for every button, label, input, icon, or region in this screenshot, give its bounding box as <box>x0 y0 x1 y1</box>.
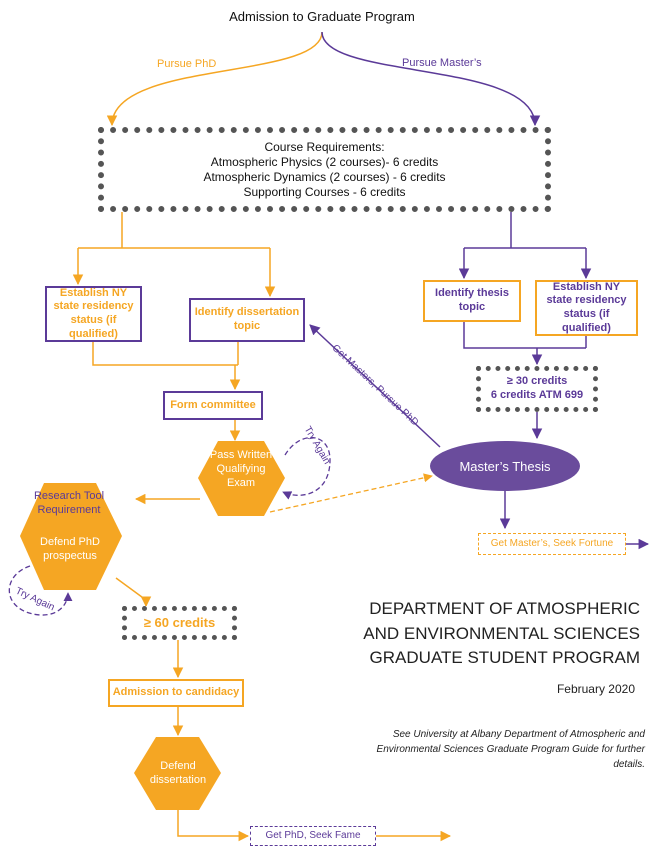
edge-try-again-exam <box>282 436 331 500</box>
hexagon-qualifying-exam <box>198 441 285 516</box>
label-pursue-masters: Pursue Master’s <box>402 57 482 69</box>
hexagon-dissertation <box>134 737 221 810</box>
department-title: DEPARTMENT OF ATMOSPHERIC AND ENVIRONMEN… <box>320 597 640 671</box>
department-date: February 2020 <box>556 682 635 696</box>
top-title: Admission to Graduate Program <box>229 9 415 24</box>
edge-pursue-masters <box>321 31 541 127</box>
defend-dissertation-text: Defend dissertation <box>149 760 207 786</box>
candidacy-box: Admission to candidacy <box>108 679 244 707</box>
form-committee-box: Form committee <box>163 391 263 420</box>
course-requirements-box: Course Requirements: Atmospheric Physics… <box>98 127 551 212</box>
masters-thesis-text: Master’s Thesis <box>459 459 551 474</box>
department-line3: GRADUATE STUDENT PROGRAM <box>369 648 640 668</box>
course-req-heading: Course Requirements: <box>264 139 385 154</box>
research-tool-text: Research Tool Requirement <box>33 490 105 516</box>
course-req-line3: Supporting Courses - 6 credits <box>243 184 406 199</box>
ellipse-masters-thesis <box>430 441 580 491</box>
credits-30-box: ≥ 30 credits 6 credits ATM 699 <box>476 366 598 412</box>
department-line1: DEPARTMENT OF ATMOSPHERIC <box>369 599 640 618</box>
phd-outcome-box: Get PhD, Seek Fame <box>250 826 376 846</box>
department-line2: AND ENVIRONMENTAL SCIENCES <box>363 623 640 643</box>
defend-prospectus-text: Defend PhD prospectus <box>40 536 100 562</box>
phd-dissertation-topic-box: Identify dissertation topic <box>189 298 305 342</box>
course-req-line1: Atmospheric Physics (2 courses)- 6 credi… <box>210 154 439 169</box>
edge-try-again-prospectus <box>8 565 73 616</box>
label-pursue-phd: Pursue PhD <box>157 58 217 70</box>
credits-30-line2: 6 credits ATM 699 <box>490 389 584 401</box>
qualifying-exam-text: Pass Written Qualifying Exam <box>209 449 273 489</box>
masters-residency-box: Establish NY state residency status (if … <box>535 280 638 336</box>
phd-residency-box: Establish NY state residency status (if … <box>45 286 142 342</box>
thesis-topic-box: Identify thesis topic <box>423 280 521 322</box>
masters-outcome-box: Get Master’s, Seek Fortune <box>478 533 626 555</box>
course-req-line2: Atmospheric Dynamics (2 courses) - 6 cre… <box>203 169 446 184</box>
edge-get-masters-pursue-phd <box>309 324 441 448</box>
credits-60-box: ≥ 60 credits <box>122 606 237 640</box>
department-note: See University at Albany Department of A… <box>376 729 645 770</box>
hexagon-prospectus <box>20 483 122 590</box>
edge-pursue-phd <box>106 31 323 127</box>
credits-30-line1: ≥ 30 credits <box>506 375 568 388</box>
